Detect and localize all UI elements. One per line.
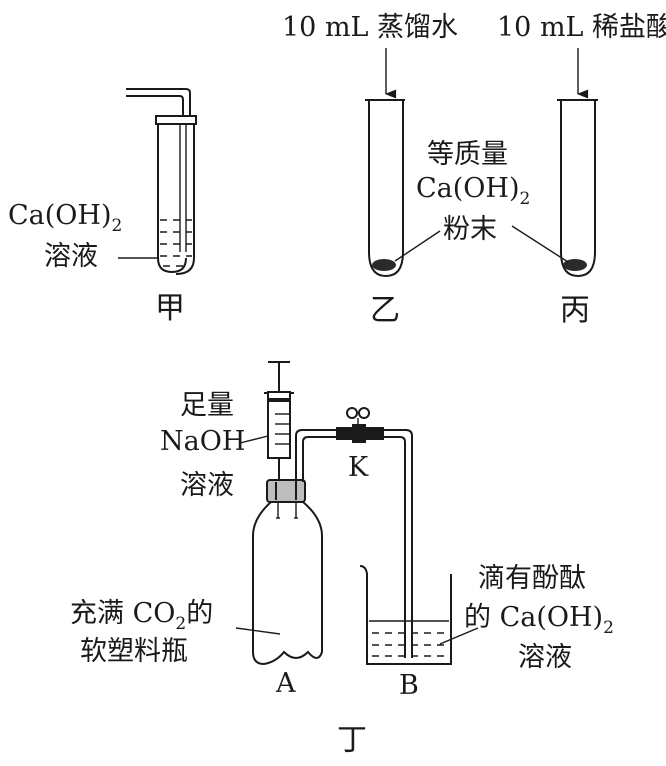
test-tube-yi xyxy=(365,99,405,278)
caption-bing: 丙 xyxy=(560,293,590,328)
naoh-label-2: NaOH xyxy=(160,426,245,457)
naoh-label-1: 足量 xyxy=(180,390,234,421)
caption-A: A xyxy=(275,668,296,699)
jia-liquid xyxy=(160,219,192,267)
beaker-label-3: 溶液 xyxy=(518,642,572,673)
beaker-label-1: 滴有酚酞 xyxy=(478,563,586,594)
test-tube-bing xyxy=(557,99,598,278)
bottle-label-1: 充满 CO2的 xyxy=(70,598,213,634)
caption-yi: 乙 xyxy=(370,293,400,328)
bottle-stopper xyxy=(266,479,306,503)
caption-ding: 丁 xyxy=(337,723,367,758)
jia-solution-label-1: Ca(OH)2 xyxy=(8,200,122,236)
bottle-label-2: 软塑料瓶 xyxy=(80,636,188,667)
powder-label-2: Ca(OH)2 xyxy=(416,173,530,209)
naoh-leader xyxy=(239,435,269,444)
bing-top-label: 10 mL 稀盐酸 xyxy=(497,12,666,43)
powder-label-3: 粉末 xyxy=(443,214,497,245)
jia-solution-label-2: 溶液 xyxy=(44,241,98,272)
naoh-label-3: 溶液 xyxy=(180,470,234,501)
yi-top-label: 10 mL 蒸馏水 xyxy=(282,12,458,43)
valve-label: K xyxy=(348,452,369,483)
clamp-k xyxy=(336,407,384,443)
yi-powder xyxy=(372,259,396,271)
bing-powder xyxy=(563,259,587,271)
syringe xyxy=(264,361,294,480)
caption-B: B xyxy=(399,670,419,701)
beaker-leader xyxy=(439,627,479,645)
powder-label-1: 等质量 xyxy=(427,139,508,170)
bottle-leader xyxy=(235,627,281,635)
powder-leader-yi xyxy=(394,230,441,262)
powder-leader-bing xyxy=(511,225,569,263)
caption-jia: 甲 xyxy=(155,291,185,326)
beaker-b xyxy=(359,565,452,665)
soft-plastic-bottle xyxy=(252,501,323,666)
beaker-label-2: 的 Ca(OH)2 xyxy=(464,602,614,638)
test-tube-jia xyxy=(126,88,197,275)
